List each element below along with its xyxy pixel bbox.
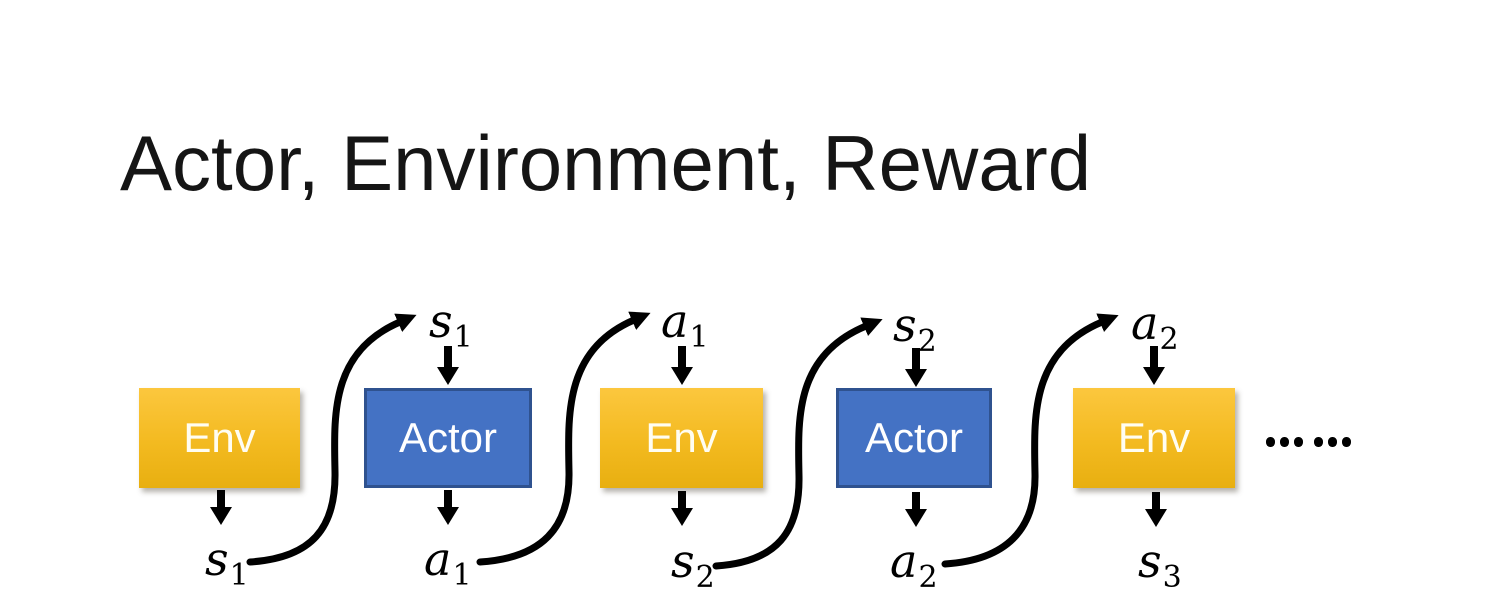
state-label-s2-bottom: s2	[671, 538, 715, 593]
var-sub: 2	[695, 560, 715, 595]
var-base: s	[893, 298, 917, 352]
var-sub: 2	[918, 560, 938, 595]
var-sub: 1	[229, 558, 249, 593]
state-label-s1-top: s1	[429, 298, 473, 353]
env-box-2: Env	[600, 388, 763, 488]
var-base: a	[1131, 296, 1159, 350]
actor-box-2-label: Actor	[864, 414, 964, 461]
var-base: s	[671, 534, 695, 588]
var-sub: 1	[453, 320, 473, 355]
var-sub: 3	[1162, 560, 1182, 595]
output-arrow-actor2-a2	[905, 492, 927, 527]
var-sub: 1	[689, 320, 709, 355]
env-box-2-label: Env	[645, 414, 718, 461]
state-label-s2-top: s2	[893, 302, 937, 357]
output-arrow-env3-s3	[1145, 492, 1167, 527]
var-base: a	[424, 532, 452, 586]
action-label-a2-top: a2	[1131, 300, 1179, 355]
env-box-1: Env	[139, 388, 300, 488]
var-base: s	[205, 532, 229, 586]
actor-box-2: Actor	[836, 388, 992, 488]
var-sub: 2	[1159, 322, 1179, 357]
var-base: s	[429, 294, 453, 348]
action-label-a1-top: a1	[661, 298, 709, 353]
state-label-s3-bottom: s3	[1138, 538, 1182, 593]
slide-title: Actor, Environment, Reward	[120, 119, 1092, 207]
action-label-a1-bottom: a1	[424, 536, 472, 591]
env-box-3-label: Env	[1117, 414, 1191, 461]
var-sub: 1	[452, 558, 472, 593]
var-base: s	[1138, 534, 1162, 588]
output-arrow-actor1-a1	[437, 490, 459, 525]
env-box-1-label: Env	[183, 414, 256, 461]
output-arrow-env1-s1	[210, 490, 232, 525]
state-label-s1-bottom: s1	[205, 536, 249, 591]
var-sub: 2	[917, 324, 937, 359]
actor-box-1: Actor	[364, 388, 532, 488]
action-label-a2-bottom: a2	[890, 538, 938, 593]
var-base: a	[890, 534, 918, 588]
env-box-3: Env	[1073, 388, 1235, 488]
continuation-ellipsis: ……	[1266, 432, 1356, 452]
output-arrow-env2-s2	[671, 491, 693, 526]
actor-box-1-label: Actor	[398, 414, 498, 461]
var-base: a	[661, 294, 689, 348]
